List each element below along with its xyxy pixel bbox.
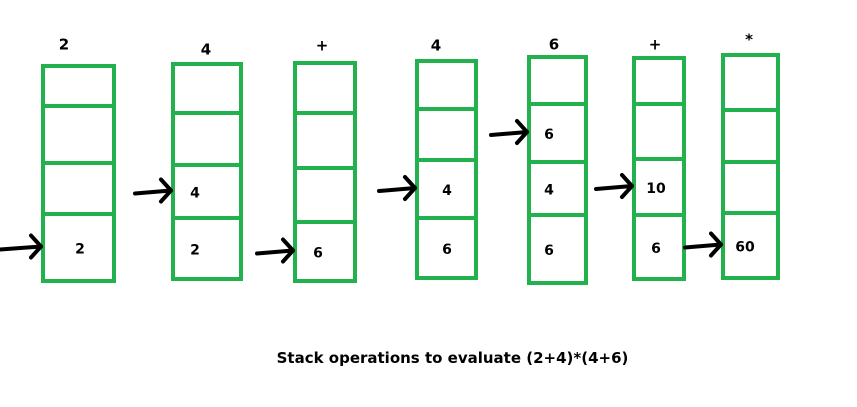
pointer-arrow: [0, 244, 43, 252]
stack-token-label: +: [649, 36, 662, 54]
stack-cell-value: 60: [735, 240, 755, 256]
pointer-arrow-head: [709, 231, 723, 258]
stack-cell-value: 10: [646, 181, 666, 197]
stack-cell-value: 4: [442, 183, 452, 199]
stack-cell-value: 6: [442, 242, 452, 258]
pointer-arrow: [489, 130, 529, 137]
pointer-arrow-head: [29, 233, 43, 260]
stack-token-label: +: [316, 37, 329, 55]
stack-token-label: 6: [549, 36, 559, 54]
stack-cell-value: 4: [190, 186, 200, 202]
pointer-arrow-head: [159, 177, 173, 204]
stack-cell-value: 2: [75, 242, 85, 258]
stack-token-label: 4: [201, 41, 211, 59]
stack-box: [415, 59, 478, 280]
stack-token-label: 4: [431, 37, 441, 55]
pointer-arrow: [377, 186, 417, 193]
stack-box: [721, 53, 780, 280]
stack-box: [527, 55, 588, 285]
pointer-arrow-head: [403, 175, 417, 201]
stack-cell-value: 6: [651, 241, 661, 257]
pointer-arrow-head: [620, 173, 634, 199]
stack-box: [293, 61, 357, 283]
stack-box: [41, 64, 116, 283]
pointer-arrow: [594, 184, 634, 191]
stack-cell-value: 2: [190, 243, 200, 259]
stack-cell-value: 6: [313, 246, 323, 262]
stack-box: [632, 56, 686, 281]
stack-cell-value: 4: [544, 183, 554, 199]
stack-box: [171, 62, 243, 281]
pointer-arrow: [255, 248, 295, 256]
pointer-arrow-head: [281, 237, 295, 264]
stack-token-label: 2: [59, 36, 69, 54]
diagram-caption: Stack operations to evaluate (2+4)*(4+6): [276, 349, 629, 367]
stack-token-label: *: [745, 31, 753, 49]
pointer-arrow: [133, 188, 173, 196]
pointer-arrow-head: [515, 119, 529, 145]
stack-cell-value: 6: [544, 243, 554, 259]
pointer-arrow: [683, 242, 723, 250]
stack-cell-value: 6: [544, 127, 554, 143]
